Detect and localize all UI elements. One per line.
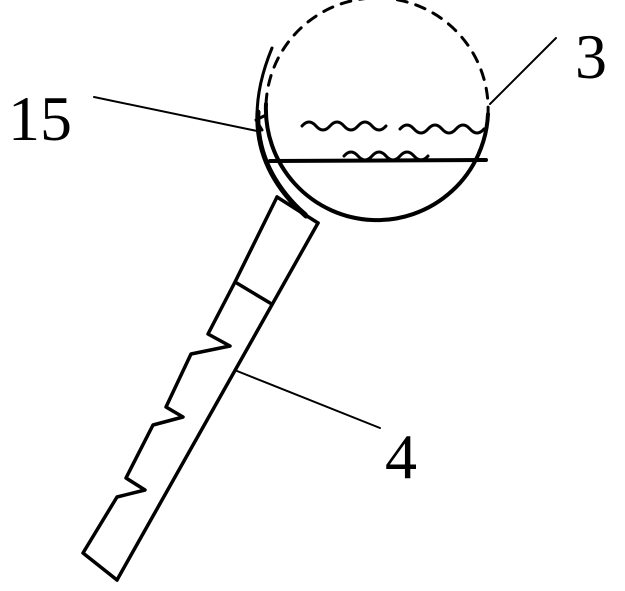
label-4: 4 xyxy=(385,421,417,492)
rod xyxy=(81,195,320,582)
water-line xyxy=(268,158,488,163)
leader-line-15 xyxy=(93,96,258,132)
rod-stepped-edge xyxy=(81,195,279,582)
rod-top-edge xyxy=(275,195,320,225)
curved-shield xyxy=(254,46,309,219)
leader-line-4 xyxy=(236,370,381,429)
float-ball-dashed-arc xyxy=(264,0,490,116)
float-ball xyxy=(263,0,490,223)
label-15: 15 xyxy=(8,83,72,154)
rod-right-edge xyxy=(115,221,320,582)
label-3: 3 xyxy=(575,21,607,92)
leader-line-3 xyxy=(489,37,557,105)
wave-2 xyxy=(398,123,486,135)
float-ball-solid-arc xyxy=(263,102,490,223)
wave-3 xyxy=(342,150,430,162)
shield-bracket xyxy=(254,114,266,132)
wave-1 xyxy=(300,120,388,132)
